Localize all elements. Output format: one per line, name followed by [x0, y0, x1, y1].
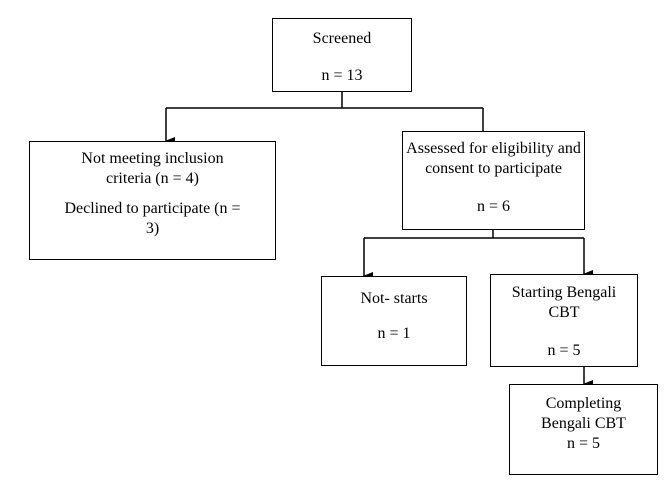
excluded-line-1: Not meeting inclusion: [81, 150, 224, 167]
completing-line-2: Bengali CBT: [541, 415, 626, 432]
screened-title: Screened: [312, 30, 372, 47]
screened-count: n = 13: [321, 67, 363, 84]
completing-count: n = 5: [566, 435, 601, 452]
excluded-line-3: Declined to participate (n =: [64, 200, 241, 217]
starting-line-2: CBT: [548, 304, 580, 321]
starting-box: Starting Bengali CBT n = 5: [490, 274, 638, 367]
completing-line-1: Completing: [545, 395, 622, 412]
excluded-box: Not meeting inclusion criteria (n = 4) D…: [29, 141, 276, 260]
starting-line-1: Starting Bengali: [511, 284, 617, 301]
assessed-box: Assessed for eligibility and consent to …: [402, 131, 585, 230]
completing-box: Completing Bengali CBT n = 5: [509, 384, 658, 475]
not-starts-box: Not- starts n = 1: [321, 276, 467, 366]
starting-count: n = 5: [547, 342, 581, 359]
not-starts-title: Not- starts: [360, 290, 428, 307]
excluded-line-4: 3): [145, 220, 160, 237]
screened-box: Screened n = 13: [272, 18, 412, 92]
assessed-line-1: Assessed for eligibility and: [406, 140, 581, 157]
not-starts-count: n = 1: [377, 325, 411, 342]
excluded-line-2: criteria (n = 4): [106, 170, 199, 187]
assessed-count: n = 6: [476, 198, 511, 215]
assessed-line-2: consent to participate: [425, 160, 562, 177]
